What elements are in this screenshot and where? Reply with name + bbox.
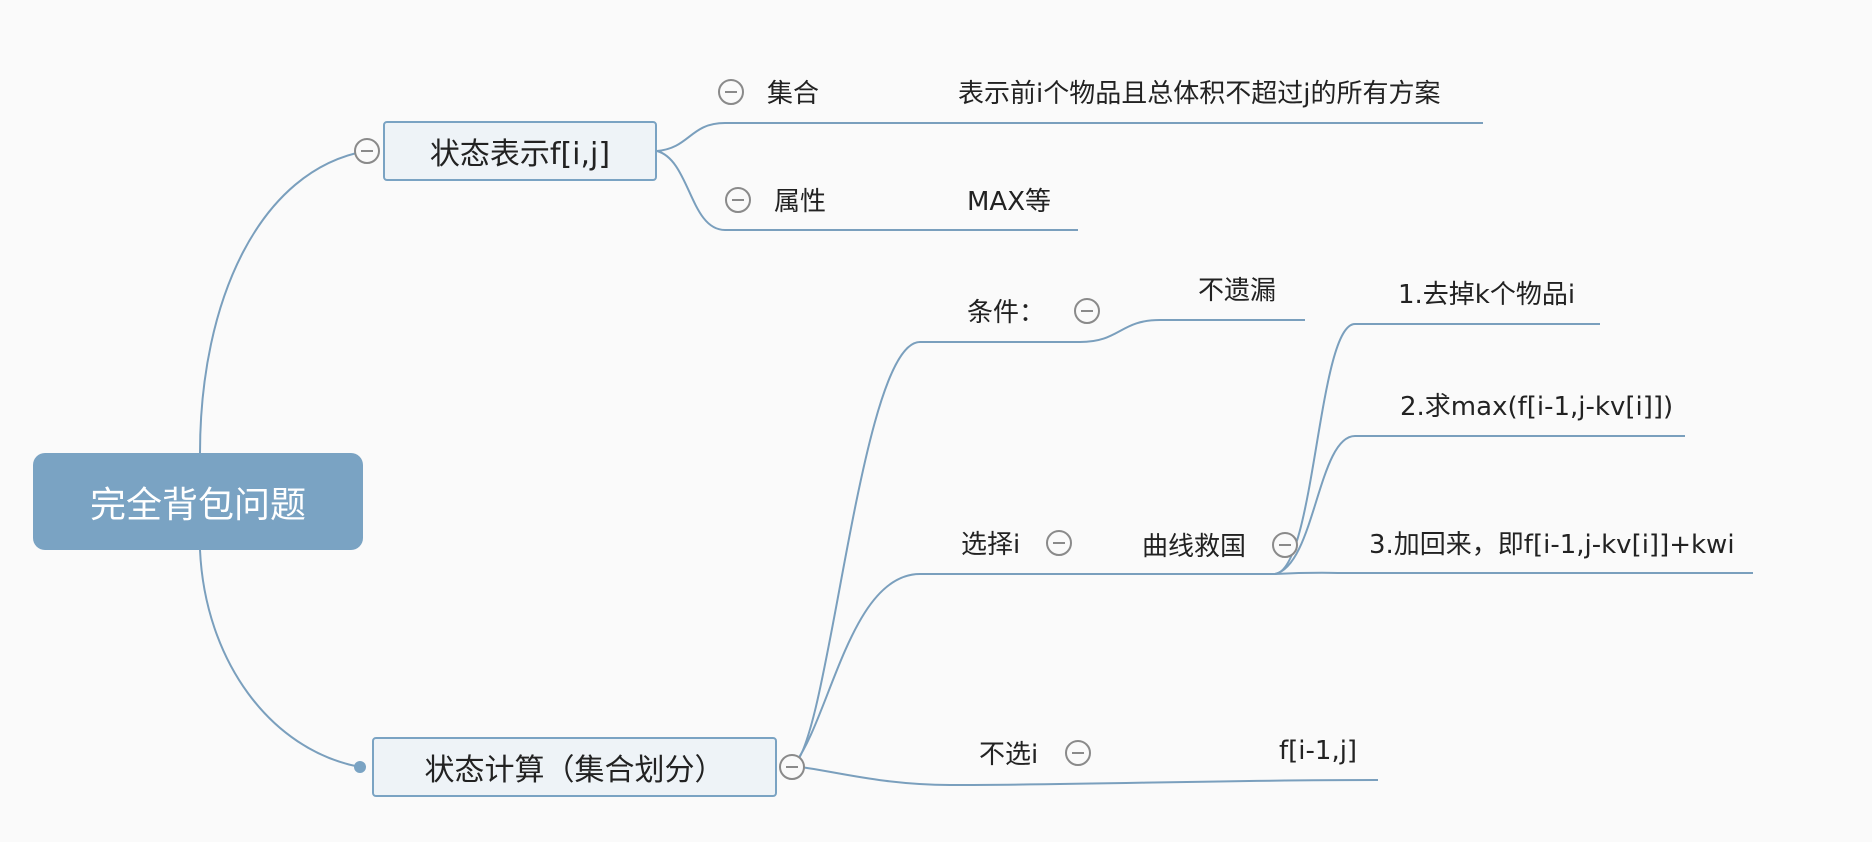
detour-collapse-icon[interactable]	[1272, 532, 1298, 558]
link-repr-attr	[656, 150, 1078, 231]
state-calc-node[interactable]: 状态计算（集合划分）	[372, 737, 777, 797]
link-detour-step1	[1274, 323, 1600, 575]
choose-label[interactable]: 选择i	[961, 530, 1021, 560]
link-root-state-repr	[199, 150, 367, 454]
set-collapse-icon[interactable]	[718, 79, 744, 105]
link-calc-condition	[792, 319, 1305, 767]
link-calc-not-choose	[792, 765, 1379, 787]
detour-label[interactable]: 曲线救国	[1142, 532, 1247, 562]
condition-desc[interactable]: 不遗漏	[1198, 276, 1277, 306]
state-calc-collapse-icon[interactable]	[779, 754, 805, 780]
not-choose-label[interactable]: 不选i	[979, 740, 1039, 770]
link-calc-choose	[792, 573, 1275, 767]
root-node[interactable]: 完全背包问题	[33, 453, 363, 550]
link-repr-set	[656, 122, 1483, 152]
condition-collapse-icon[interactable]	[1074, 298, 1100, 324]
not-choose-desc[interactable]: f[i-1,j]	[1279, 736, 1358, 766]
detour-step-1[interactable]: 1.去掉k个物品i	[1398, 280, 1576, 310]
condition-label[interactable]: 条件：	[967, 298, 1046, 328]
attr-label[interactable]: 属性	[774, 187, 827, 217]
link-detour-step3	[1274, 571, 1753, 575]
detour-step-3[interactable]: 3.加回来，即f[i-1,j-kv[i]]+kwi	[1369, 530, 1735, 560]
state-repr-node[interactable]: 状态表示f[i,j]	[383, 121, 657, 181]
attr-collapse-icon[interactable]	[725, 187, 751, 213]
detour-step-2[interactable]: 2.求max(f[i-1,j-kv[i]])	[1400, 392, 1674, 422]
set-desc[interactable]: 表示前i个物品且总体积不超过j的所有方案	[958, 79, 1441, 109]
set-label[interactable]: 集合	[767, 79, 820, 109]
not-choose-collapse-icon[interactable]	[1065, 740, 1091, 766]
link-root-state-calc	[199, 549, 361, 768]
state-repr-collapse-icon[interactable]	[354, 138, 380, 164]
state-calc-connector-dot	[354, 761, 366, 773]
link-detour-step2	[1274, 435, 1685, 575]
attr-desc[interactable]: MAX等	[967, 187, 1052, 217]
choose-collapse-icon[interactable]	[1046, 530, 1072, 556]
